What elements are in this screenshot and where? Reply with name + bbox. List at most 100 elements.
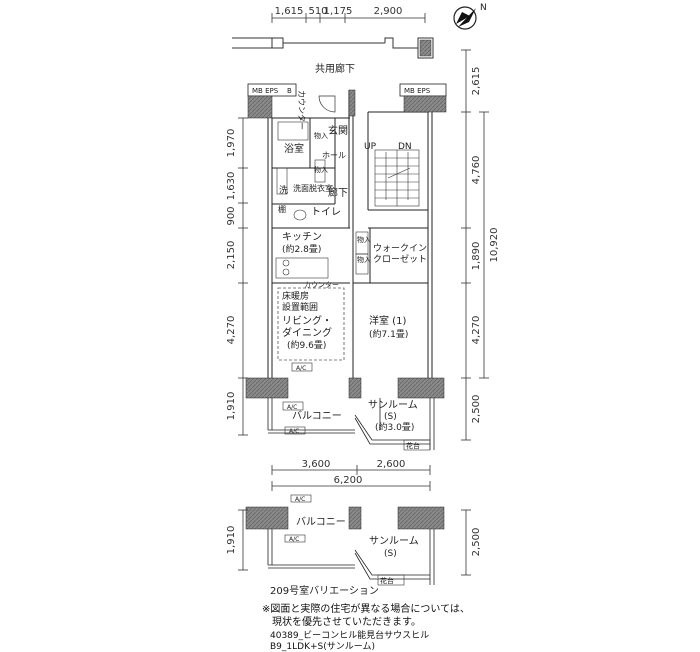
- closet-label-4: 物入: [357, 255, 371, 264]
- lower-column-center: [348, 506, 362, 530]
- corridor-column: [419, 39, 432, 57]
- ac-unit-sun: [284, 426, 306, 435]
- counter-label: カウンター: [304, 280, 339, 289]
- closet-label-3: 物入: [357, 235, 371, 244]
- top-dim-2: 510: [308, 6, 327, 17]
- entrance-label: 玄関: [328, 124, 348, 137]
- bedroom-label: 洋室 (1): [369, 314, 406, 327]
- right-dim-1: 2,615: [471, 67, 482, 96]
- walkin-label-1: ウォークイン: [373, 243, 427, 254]
- floor-heat-label-1: 床暖房: [282, 290, 309, 302]
- sunroom-label: サンルーム: [368, 399, 418, 411]
- column-top-left: [247, 95, 273, 119]
- lower-ac-bottom: [284, 534, 306, 543]
- lower-sunroom-s: (S): [384, 549, 397, 559]
- footer-property: 40389_ビーコンヒル能見台サウスヒル: [270, 631, 430, 641]
- washbasin: [276, 167, 288, 195]
- right-dim-4: 4,270: [471, 316, 482, 345]
- middle-dimension-line: [271, 465, 431, 491]
- closet-label-2: 物入: [314, 165, 328, 174]
- toilet-fixture: [293, 209, 307, 221]
- right-total-dim: 10,920: [489, 228, 500, 263]
- lower-ac-label-top: A/C: [295, 496, 305, 503]
- right-dimension-line: [461, 49, 489, 441]
- mid-dim-2: 2,600: [377, 459, 406, 470]
- top-dimension-line: [271, 13, 426, 23]
- stair-up-label: UP: [364, 142, 377, 152]
- left-dim-4: 2,150: [226, 241, 237, 270]
- lower-column-left: [245, 506, 289, 530]
- left-dim-2: 1,630: [226, 172, 237, 201]
- variation-label: 209号室バリエーション: [270, 584, 379, 597]
- living-label-2: ダイニング: [282, 326, 332, 339]
- kitchen-counter: [275, 257, 329, 279]
- left-dim-6: 1,910: [226, 392, 237, 421]
- bathtub: [277, 121, 309, 141]
- mid-dim-1: 3,600: [302, 459, 331, 470]
- column-mid-center: [348, 377, 362, 399]
- hall-label: ホール: [322, 151, 346, 160]
- left-dim-3: 900: [226, 206, 237, 225]
- lower-balcony-outline: [267, 529, 435, 585]
- entrance-door: [318, 95, 336, 113]
- lower-planter-label: 花台: [380, 576, 394, 585]
- right-dim-3: 1,890: [471, 242, 482, 271]
- b-label: B: [287, 87, 292, 95]
- stove-burner-2: [282, 268, 290, 276]
- bedroom-size: (約7.1畳): [369, 328, 408, 340]
- column-top-right: [403, 95, 447, 113]
- column-mid-right: [397, 377, 445, 399]
- ac-label-living: A/C: [296, 365, 306, 372]
- ac-unit-living: [291, 362, 313, 372]
- staircase: [374, 149, 420, 207]
- shelf-label: 棚: [278, 204, 286, 214]
- lower-right-dim: 2,500: [471, 528, 482, 557]
- ac-label-bottom: A/C: [289, 428, 299, 435]
- closet-label-1: 物入: [314, 131, 328, 140]
- planter-label: 花台: [406, 441, 420, 450]
- living-size: (約9.6畳): [287, 339, 326, 351]
- unit-walls: [267, 90, 433, 378]
- north-arrow-icon: [453, 6, 477, 30]
- left-dim-1: 1,970: [226, 129, 237, 158]
- living-label-1: リビング・: [282, 314, 332, 327]
- lower-planter-box: [377, 574, 405, 586]
- ac-label-top: A/C: [287, 404, 297, 411]
- sunroom-s: (S): [384, 412, 397, 422]
- balcony-label: バルコニー: [292, 410, 342, 422]
- lower-balcony-label: バルコニー: [296, 516, 346, 528]
- lower-ac-label-bottom: A/C: [289, 536, 299, 543]
- lower-column-right: [397, 506, 445, 530]
- toilet-label: トイレ: [311, 207, 341, 218]
- ac-unit-top: [282, 401, 304, 411]
- lower-dimension-lines: [238, 509, 471, 576]
- north-label: N: [480, 3, 487, 13]
- column-top-center: [348, 89, 356, 117]
- right-dim-2: 4,760: [471, 156, 482, 185]
- counter-top-label: カウンター: [297, 90, 306, 130]
- lower-sunroom-label: サンルーム: [369, 535, 419, 547]
- washroom-label: 洗面脱衣室: [293, 183, 333, 193]
- planter-box: [403, 439, 431, 451]
- top-dim-3: 1,175: [324, 6, 353, 17]
- wash-label: 洗: [279, 184, 288, 196]
- closet-box-b: [355, 253, 369, 275]
- walkin-label-2: クローゼット: [373, 253, 427, 265]
- hallway-label: 廊下: [328, 186, 348, 199]
- corridor-label: 共用廊下: [315, 62, 355, 75]
- top-dim-1: 1,615: [275, 6, 304, 17]
- corridor-outline: [232, 37, 434, 59]
- top-dim-4: 2,900: [374, 6, 403, 17]
- stove-burner-1: [282, 259, 290, 267]
- bath-label: 浴室: [284, 142, 304, 155]
- left-dim-5: 4,270: [226, 316, 237, 345]
- kitchen-label: キッチン: [282, 231, 322, 243]
- lower-ac-top: [290, 494, 312, 503]
- floor-heating-area: [277, 287, 345, 361]
- note-line-1: ※図面と実際の住宅が異なる場合については、: [262, 604, 470, 615]
- column-mid-left: [245, 377, 289, 399]
- mb-eps-right: MB EPS: [404, 87, 431, 95]
- footer-plan-type: B9_1LDK+S(サンルーム): [270, 642, 375, 652]
- sunroom-size: (約3.0畳): [375, 421, 414, 433]
